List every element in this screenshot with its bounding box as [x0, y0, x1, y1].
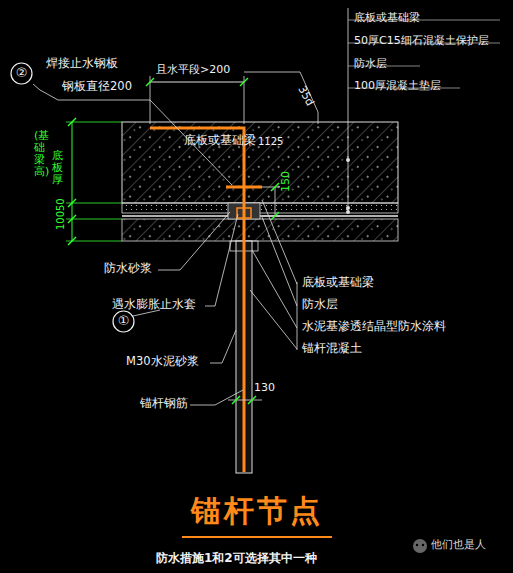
- callout-label: 钢板直径200: [62, 80, 132, 93]
- layer-label: 底板或基础梁: [354, 12, 420, 25]
- dimension: 130: [254, 382, 275, 395]
- part-label: M30水泥砂浆: [126, 355, 199, 368]
- part-label: 防水砂浆: [104, 262, 152, 275]
- part-label: 锚杆混凝土: [302, 342, 362, 355]
- dimension: (基础梁高): [34, 130, 45, 178]
- dimension: 50: [55, 198, 67, 211]
- part-label: 底板或基础梁: [302, 276, 374, 289]
- part-label: 底板或基础梁: [184, 134, 256, 147]
- callout-circle: ②: [10, 62, 33, 85]
- callout-label: 焊接止水钢板: [46, 57, 118, 70]
- part-label: 锚杆钢筋: [140, 397, 188, 410]
- part-label: 水泥基渗透结晶型防水涂料: [302, 320, 446, 333]
- dimension: 150: [280, 171, 293, 192]
- drawing-title: 锚杆节点: [191, 494, 323, 529]
- dimension: 1125: [258, 136, 283, 148]
- drawing-caption: 防水措施1和2可选择其中一种: [156, 552, 317, 566]
- part-label: 遇水膨胀止水套: [112, 298, 196, 311]
- layer-label: 100厚混凝土垫层: [354, 80, 441, 93]
- callout-number: ①: [112, 314, 135, 329]
- callout-circle: ①: [112, 310, 135, 333]
- watermark: 他们也是人: [431, 539, 486, 552]
- callout-number: ②: [10, 66, 33, 81]
- layer-label: 50厚C15细石混凝土保护层: [354, 35, 489, 48]
- dimension: 且水平段>200: [156, 64, 230, 77]
- dimension: 35d: [295, 84, 316, 108]
- layer-label: 防水层: [354, 58, 387, 71]
- dimension: 100: [55, 211, 67, 230]
- dimension: 底板厚: [52, 150, 63, 186]
- part-label: 防水层: [302, 298, 338, 311]
